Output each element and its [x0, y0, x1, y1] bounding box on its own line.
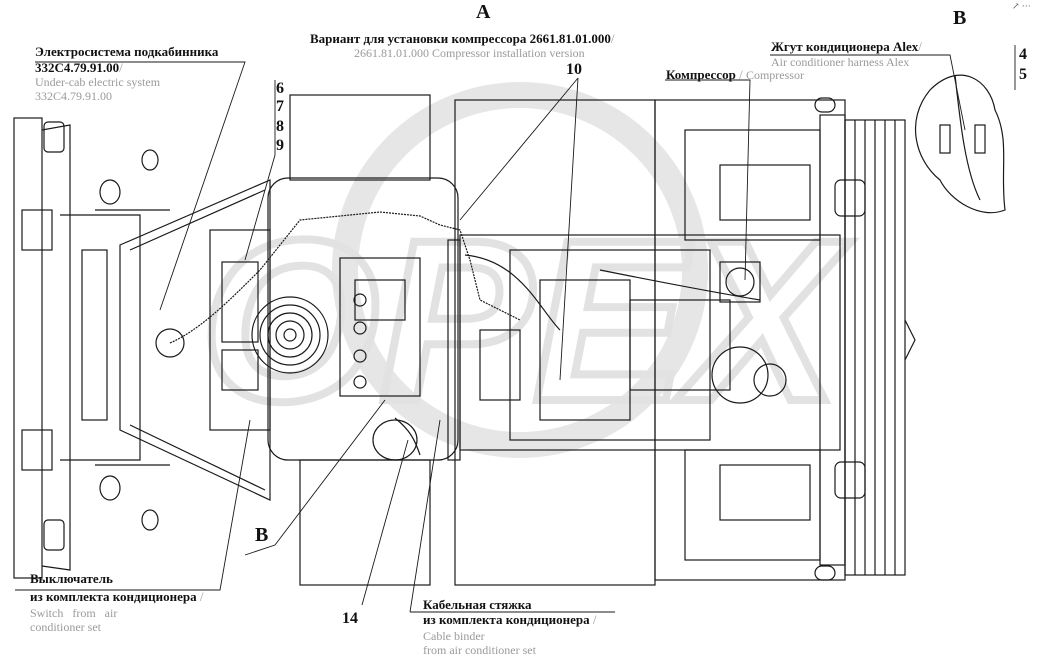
binder-en-2: from air conditioner set	[423, 643, 536, 657]
position-number-6: 6	[276, 80, 284, 97]
view-a-title-ru: Вариант для установки компрессора 2661.8…	[310, 32, 614, 46]
binder-ru-2-text: из комплекта кондиционера	[423, 612, 590, 627]
cab-body	[155, 94, 459, 586]
binder-en-1: Cable binder	[423, 629, 485, 643]
electric-ru-2-text: 332С4.79.91.00	[35, 60, 120, 75]
front-frame	[13, 117, 170, 579]
switch-en-2: conditioner set	[30, 620, 101, 634]
separator: /	[592, 612, 597, 627]
switch-ru-2: из комплекта кондиционера /	[30, 590, 203, 604]
separator: /	[610, 31, 615, 46]
position-number-10: 10	[566, 61, 582, 78]
binder-ru-1: Кабельная стяжка	[423, 597, 532, 612]
separator: /	[739, 67, 743, 82]
view-b-detail	[915, 74, 1006, 214]
cab-outline	[119, 179, 271, 501]
watermark-text: OPEX	[200, 192, 851, 449]
harness-ru-text: Жгут кондиционера Alex	[771, 39, 919, 54]
view-b-pointer-letter: B	[255, 524, 269, 546]
compressor-en: Compressor	[745, 68, 804, 82]
electric-ru-1: Электросистема подкабинника	[35, 44, 219, 59]
electric-ru-2: 332С4.79.91.00/	[35, 61, 123, 75]
switch-en-1: Switch from air	[30, 606, 118, 620]
view-a-letter: A	[476, 1, 491, 23]
engine-compartment	[447, 234, 841, 461]
separator: /	[918, 39, 922, 54]
position-number-14: 14	[342, 610, 358, 627]
view-b-letter: B	[953, 7, 967, 29]
ac-harness-line	[169, 211, 521, 344]
position-number-4: 4	[1019, 46, 1027, 63]
rear-counterweight	[814, 97, 916, 581]
compressor-ru: Компрессор / Compressor	[666, 68, 804, 82]
watermark-gear-icon	[332, 82, 708, 458]
view-a-title-ru-text: Вариант для установки компрессора 2661.8…	[310, 31, 611, 46]
binder-ru-2: из комплекта кондиционера /	[423, 613, 596, 627]
harness-en: Air conditioner harness Alex	[771, 55, 910, 69]
switch-ru-1: Выключатель	[30, 571, 113, 586]
electric-en-2: 332С4.79.91.00	[35, 89, 113, 103]
harness-ru: Жгут кондиционера Alex/	[771, 40, 922, 54]
corner-mark: ↗ ···	[1012, 1, 1031, 11]
position-number-5: 5	[1019, 66, 1027, 83]
separator: /	[119, 60, 123, 75]
switch-ru-2-text: из комплекта кондиционера	[30, 589, 197, 604]
view-a-title-en: 2661.81.01.000 Compressor installation v…	[354, 46, 585, 60]
leader-lines	[15, 45, 1016, 613]
electric-en-1: Under-cab electric system	[35, 75, 161, 89]
separator: /	[199, 589, 204, 604]
headlight-icons	[43, 121, 159, 551]
position-number-8: 8	[276, 118, 284, 135]
position-number-7: 7	[276, 98, 284, 115]
compressor-ru-text: Компрессор	[666, 67, 736, 82]
battery-boxes	[684, 114, 846, 566]
position-number-9: 9	[276, 137, 284, 154]
